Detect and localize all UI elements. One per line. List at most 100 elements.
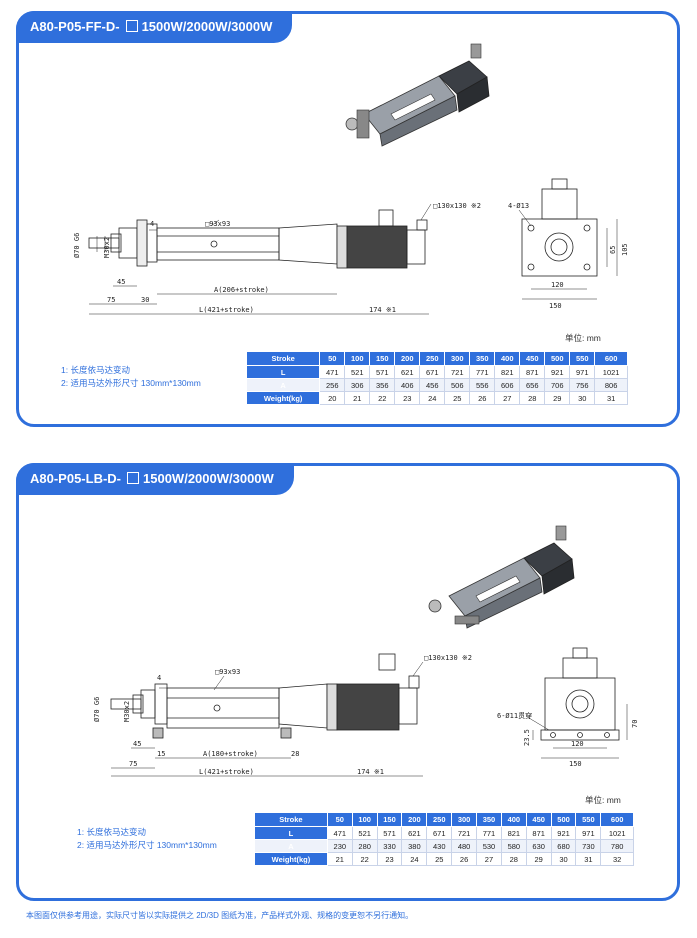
table-cell: 721 (444, 365, 471, 379)
note-1: 1: 长度依马达变动 (61, 365, 130, 375)
side-view-dimensions (89, 203, 432, 315)
table-cell: 31 (575, 852, 602, 866)
panel-ff-model: A80-P05-FF-D-1500W/2000W/3000W (16, 11, 680, 427)
table-cell: 280 (351, 839, 378, 853)
table-cell: 671 (426, 826, 453, 840)
table-header-cell: 200 (401, 812, 428, 827)
table-cell: 921 (550, 826, 577, 840)
actuator-3d-render (428, 525, 575, 629)
dim-30: 30 (141, 296, 149, 304)
table-header-cell: 500 (550, 812, 577, 827)
table-cell: 530 (476, 839, 502, 853)
table-cell: 1021 (600, 826, 634, 840)
table-cell: 30 (550, 852, 577, 866)
panel-lb-model: A80-P05-LB-D-1500W/2000W/3000W (16, 463, 680, 901)
dim-70: 70 (631, 720, 639, 728)
technical-drawing: □93x93 □130x130 ※2 4 Ø70 G6 M30x2 45 75 … (73, 43, 629, 315)
dim-174: 174 ※1 (369, 306, 396, 314)
dim-120: 120 (571, 740, 584, 748)
table-header-cell: 600 (600, 812, 634, 827)
table-header-cell: 550 (569, 351, 596, 366)
motor-size-label: □130x130 ※2 (424, 654, 472, 662)
table-header-cell: 250 (419, 351, 446, 366)
table-cell: 971 (575, 826, 602, 840)
table-cell: 380 (401, 839, 428, 853)
table-cell: 456 (419, 378, 446, 392)
table-cell: 21 (326, 852, 353, 866)
dim-120: 120 (551, 281, 564, 289)
dim-65: 65 (609, 246, 617, 254)
table-cell: 480 (451, 839, 478, 853)
side-view-dimensions (111, 661, 424, 777)
table-header-cell: 100 (344, 351, 371, 366)
table-header-cell: 50 (326, 812, 353, 827)
row-label-cell: L (254, 826, 328, 840)
front-view (540, 647, 620, 741)
dim-45: 45 (133, 740, 141, 748)
dim-150: 150 (569, 760, 582, 768)
table-cell: 580 (500, 839, 527, 853)
table-cell: 671 (419, 365, 446, 379)
side-view (88, 209, 428, 269)
table-cell: 1021 (594, 365, 628, 379)
dim-diameter: Ø70 G6 (93, 697, 101, 722)
table-cell: 821 (500, 826, 527, 840)
dim-thread: M30x2 (123, 701, 131, 722)
table-cell: 680 (550, 839, 577, 853)
holes-label: 6-Ø11贯穿 (497, 711, 532, 720)
table-cell: 20 (319, 391, 346, 405)
table-header-cell: 300 (451, 812, 478, 827)
dim-75: 75 (129, 760, 137, 768)
table-header-cell: 250 (426, 812, 453, 827)
table-cell: 521 (351, 826, 378, 840)
unit-label: 单位: mm (585, 795, 621, 805)
table-cell: 330 (376, 839, 403, 853)
row-label-cell: L (245, 365, 321, 379)
motor-size-label: □130x130 ※2 (433, 202, 481, 210)
notes: 1: 长度依马达变动 2: 适用马达外形尺寸 130mm*130mm (77, 826, 217, 852)
table-cell: 606 (494, 378, 521, 392)
table-cell: 780 (600, 839, 634, 853)
table-cell: 25 (426, 852, 453, 866)
table-header-cell: 450 (525, 812, 552, 827)
table-cell: 721 (451, 826, 478, 840)
note-2: 2: 适用马达外形尺寸 130mm*130mm (61, 378, 201, 388)
table-cell: 771 (469, 365, 496, 379)
dim-75: 75 (107, 296, 115, 304)
table-cell: 23 (394, 391, 421, 405)
table-cell: 871 (519, 365, 546, 379)
table-cell: 730 (575, 839, 602, 853)
table-cell: 27 (494, 391, 521, 405)
table-header-cell: 300 (444, 351, 471, 366)
holes-label: 4-Ø13 (508, 202, 529, 210)
table-cell: 506 (444, 378, 471, 392)
front-view-dimensions (528, 704, 628, 759)
table-header-cell: 550 (575, 812, 602, 827)
table-cell: 871 (525, 826, 552, 840)
table-header-cell: 500 (544, 351, 571, 366)
note-2: 2: 适用马达外形尺寸 130mm*130mm (77, 840, 217, 850)
table-cell: 630 (525, 839, 552, 853)
table-header-cell: 150 (376, 812, 403, 827)
table-header-cell: 400 (494, 351, 521, 366)
table-cell: 27 (476, 852, 502, 866)
table-cell: 756 (569, 378, 596, 392)
panel-title: A80-P05-FF-D-1500W/2000W/3000W (16, 11, 293, 43)
table-cell: 356 (369, 378, 396, 392)
table-cell: 28 (500, 852, 527, 866)
dim-thread: M30x2 (103, 237, 111, 258)
notes: 1: 长度依马达变动 2: 适用马达外形尺寸 130mm*130mm (61, 364, 201, 390)
table-cell: 28 (519, 391, 546, 405)
square-icon (127, 472, 140, 484)
dim-a: A(206+stroke) (214, 286, 269, 294)
dim-diameter: Ø70 G6 (73, 233, 81, 258)
table-cell: 21 (344, 391, 371, 405)
table-cell: 471 (326, 826, 353, 840)
table-cell: 24 (419, 391, 446, 405)
table-cell: 821 (494, 365, 521, 379)
table-cell: 771 (476, 826, 502, 840)
